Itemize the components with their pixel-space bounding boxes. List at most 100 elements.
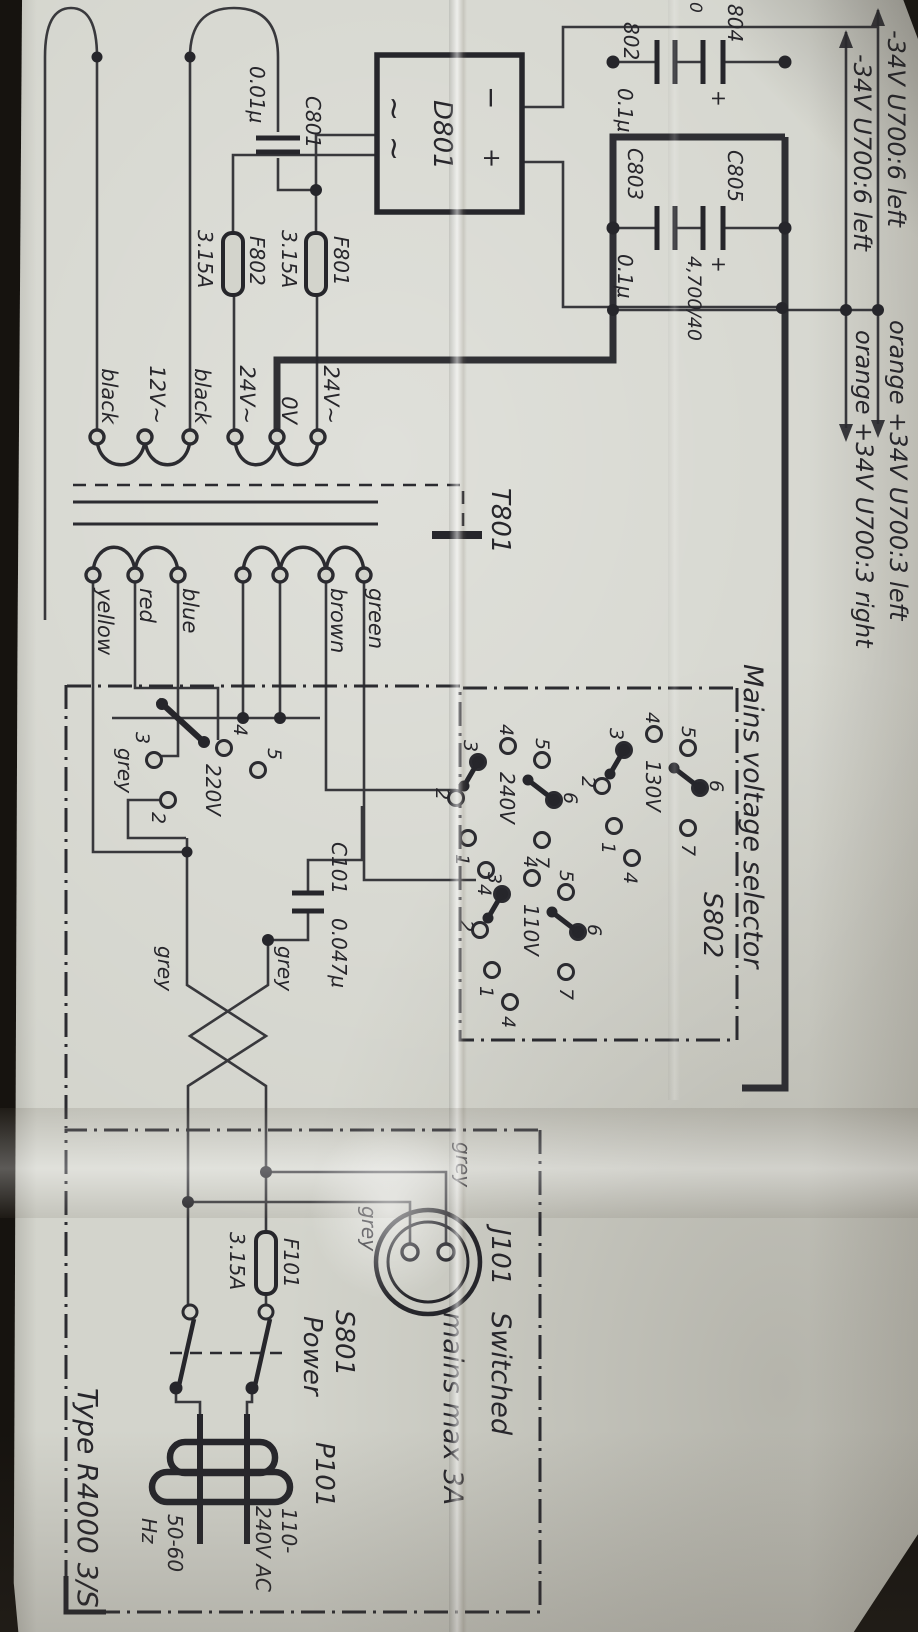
c805-capacitor bbox=[700, 206, 726, 250]
p101-voltage-1: 110- bbox=[277, 1508, 301, 1553]
sec-24v-b: 24V~ bbox=[235, 365, 259, 424]
contact-number: 3 bbox=[131, 732, 153, 744]
type-label: Type R4000 3/S bbox=[71, 1388, 104, 1608]
d801-ac2: ~ bbox=[376, 136, 411, 161]
f802-value: 3.15A bbox=[193, 230, 217, 288]
c805-label: C805 bbox=[723, 150, 747, 202]
contact-number: 7 bbox=[555, 988, 577, 1000]
f801-label: F801 bbox=[329, 236, 353, 286]
arrow-left-icon bbox=[839, 30, 853, 48]
prim-red: red bbox=[135, 588, 159, 624]
sec-black-a: black bbox=[190, 368, 214, 425]
contact-number: 4 bbox=[497, 1016, 519, 1028]
f101-label: F101 bbox=[279, 1238, 303, 1288]
contact-number: 7 bbox=[531, 856, 553, 868]
selector-designator: S802 bbox=[697, 892, 727, 958]
prim-green: green bbox=[364, 588, 388, 649]
f101-fuse bbox=[254, 1230, 278, 1296]
contact-number: 4 bbox=[495, 724, 517, 736]
d801-label: D801 bbox=[427, 100, 457, 170]
p101-voltage-2: 240V AC bbox=[251, 1506, 275, 1592]
switch-arms bbox=[175, 1318, 273, 1391]
switched-note-1: Switched bbox=[485, 1312, 516, 1436]
sec-24v-a: 24V~ bbox=[319, 365, 343, 424]
contact-number: 3 bbox=[483, 872, 505, 884]
arrow-right-icon bbox=[839, 424, 853, 442]
wafer-130v: 5 6 7 4 3 2 1 4 130V bbox=[577, 712, 727, 884]
contact-number: 2 bbox=[455, 920, 477, 932]
p101-label: P101 bbox=[309, 1442, 339, 1507]
c803-value: 0.1μ bbox=[613, 254, 637, 299]
transformer-t801: T801 24V~ 0V 24V~ black 12V~ black green… bbox=[73, 365, 515, 794]
c101-label: C101 bbox=[327, 842, 351, 894]
contact-number: 2 bbox=[577, 776, 599, 788]
contact-number: 7 bbox=[677, 844, 699, 856]
contact-number: 4 bbox=[473, 884, 495, 896]
plug-pins bbox=[197, 1414, 250, 1544]
c802-capacitor bbox=[654, 40, 678, 84]
rail-arrows bbox=[839, 8, 885, 442]
c801-value: 0.01μ bbox=[245, 66, 269, 123]
wafer-voltage: 130V bbox=[641, 760, 665, 813]
lower-boundary bbox=[64, 684, 460, 1128]
contact-number: 1 bbox=[451, 854, 473, 866]
boundary-corner bbox=[63, 1576, 106, 1615]
c805-plus: + bbox=[707, 256, 731, 273]
c802-label: 802 bbox=[619, 22, 643, 60]
contact-number: 2 bbox=[431, 788, 453, 800]
contact-number: 4 bbox=[229, 724, 251, 736]
c804-plus: + bbox=[707, 90, 731, 107]
tap-voltage: 220V bbox=[201, 764, 225, 817]
contact-number: 1 bbox=[475, 986, 497, 998]
contact-number: 5 bbox=[555, 870, 577, 882]
sec-12v: 12V~ bbox=[145, 365, 169, 424]
d801-minus: − bbox=[475, 86, 508, 109]
grey-wire-label: grey bbox=[451, 1142, 475, 1188]
c101-value: 0.047μ bbox=[327, 918, 351, 988]
s801-label: S801 bbox=[329, 1310, 359, 1376]
c803-capacitor bbox=[654, 206, 678, 250]
d801-plus: + bbox=[478, 148, 506, 168]
grey-wire-label: grey bbox=[153, 946, 177, 992]
t801-label: T801 bbox=[485, 488, 515, 554]
prim-yellow: yellow bbox=[93, 587, 117, 656]
c805-value: 4,700/40 bbox=[683, 256, 705, 341]
zero-volt-bus bbox=[273, 133, 785, 430]
switched-section-boundary bbox=[64, 1128, 542, 1614]
junction-dots bbox=[91, 51, 884, 1208]
connector-j101 bbox=[373, 1207, 483, 1317]
contact-number: 5 bbox=[531, 738, 553, 750]
prim-brown: brown bbox=[326, 588, 350, 653]
p101-freq-1: 50-60 bbox=[163, 1514, 187, 1572]
contact-number: 3 bbox=[459, 740, 481, 752]
arrow-right-icon bbox=[871, 420, 885, 438]
switched-note-2: mains max 3A bbox=[437, 1312, 468, 1505]
contact-number: 4 bbox=[641, 712, 663, 724]
wafer-voltage: 110V bbox=[519, 904, 543, 957]
s801-function: Power bbox=[297, 1316, 327, 1398]
j101-label: J101 bbox=[485, 1223, 515, 1285]
c804-label: 804 bbox=[723, 4, 747, 42]
c804-value-cut: 0 bbox=[685, 2, 705, 13]
contact-number: 5 bbox=[263, 748, 285, 760]
secondary-winding bbox=[88, 428, 327, 467]
selector-s802: Mains voltage selector S802 5 6 7 4 3 2 … bbox=[131, 664, 768, 1042]
c801-label: C801 bbox=[301, 96, 325, 148]
neg-rail-label-2: -34V U700:6 left bbox=[848, 54, 876, 252]
f801-value: 3.15A bbox=[277, 230, 301, 288]
f802-fuse bbox=[221, 231, 245, 297]
contact-number: 6 bbox=[559, 792, 581, 804]
c801-capacitor bbox=[256, 135, 300, 155]
f101-value: 3.15A bbox=[225, 1232, 249, 1290]
c804-capacitor bbox=[700, 40, 726, 84]
selector-boundary bbox=[458, 686, 739, 1042]
sec-black-b: black bbox=[97, 368, 121, 425]
wafer-voltage: 240V bbox=[495, 772, 519, 825]
cap-plates bbox=[256, 40, 726, 914]
contact-number: 6 bbox=[583, 924, 605, 936]
c803-label: C803 bbox=[623, 148, 647, 200]
c802-value: 0.1μ bbox=[613, 88, 637, 133]
wafer-110v: 5 6 7 4 3 2 1 4 110V bbox=[455, 856, 605, 1028]
